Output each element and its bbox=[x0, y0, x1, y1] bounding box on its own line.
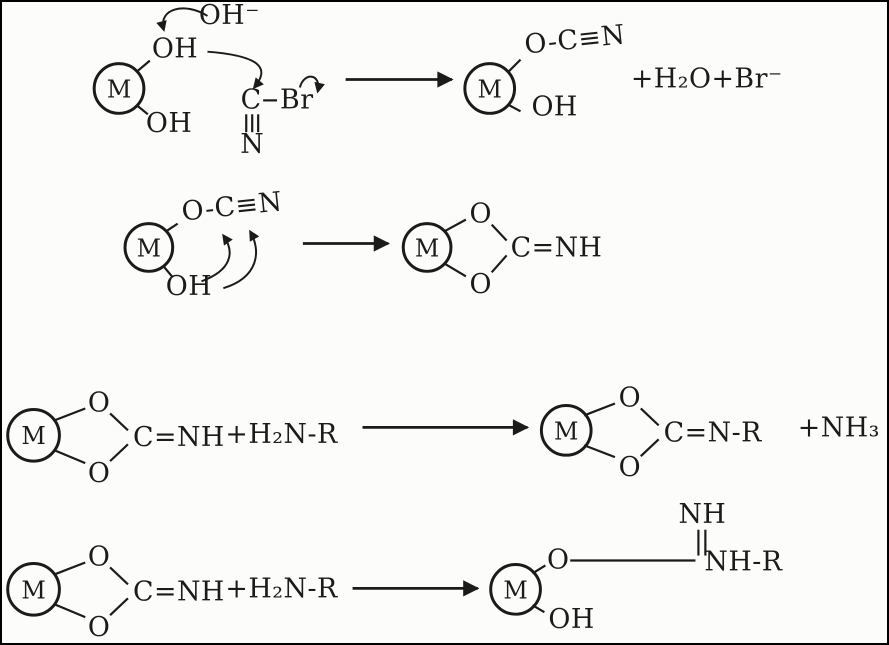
bond bbox=[109, 443, 129, 462]
imidocarbonate-label: C=NH bbox=[511, 232, 603, 263]
double-bond bbox=[697, 529, 707, 556]
bond bbox=[109, 412, 129, 432]
matrix-label: M bbox=[21, 576, 45, 604]
bond bbox=[54, 561, 86, 576]
matrix-circle bbox=[489, 562, 542, 616]
bond bbox=[506, 58, 522, 74]
bond bbox=[54, 407, 86, 422]
matrix-label: M bbox=[478, 75, 502, 103]
amine-label: +H₂N-R bbox=[225, 419, 338, 450]
hydroxide-ion-label: OH⁻ bbox=[199, 2, 260, 31]
curved-arrow-cyclization bbox=[223, 229, 260, 290]
triple-bond bbox=[245, 114, 260, 133]
carbon-label: C bbox=[241, 84, 262, 115]
bond bbox=[583, 402, 616, 417]
matrix-label: M bbox=[107, 75, 131, 103]
bond bbox=[531, 564, 546, 575]
water-bromide-byproducts-label: +H₂O+Br⁻ bbox=[631, 63, 783, 94]
step1-cnbr-activation: OH⁻ M OH OH C Br N M O-C≡N OH +H₂O+Br⁻ bbox=[92, 2, 783, 160]
matrix-circle bbox=[463, 62, 517, 115]
matrix-circle bbox=[6, 562, 61, 617]
nh-r-label: NH-R bbox=[704, 546, 782, 577]
step4-isourea-coupling: M O O C=NH +H₂N-R M NH O NH-R OH bbox=[6, 499, 782, 643]
oxygen-label: O bbox=[88, 541, 111, 572]
hydroxyl-label: OH bbox=[166, 271, 212, 302]
amine-label: +H₂N-R bbox=[225, 573, 338, 604]
bond bbox=[490, 254, 508, 274]
matrix-label: M bbox=[21, 422, 45, 450]
imidocarbonate-label: C=NH bbox=[133, 422, 225, 453]
hydroxyl-label: OH bbox=[548, 604, 594, 635]
step2-cyclization: M O-C≡N OH M O O C=NH bbox=[123, 186, 603, 302]
bond bbox=[507, 103, 522, 113]
cyanate-ester-label: O-C≡N bbox=[523, 19, 627, 60]
bond bbox=[640, 407, 660, 427]
curved-arrow-attack bbox=[207, 50, 264, 90]
bromine-label: Br bbox=[280, 84, 314, 115]
bond bbox=[161, 264, 174, 278]
bond bbox=[443, 262, 467, 278]
bond bbox=[54, 603, 86, 619]
oxygen-label: O bbox=[88, 387, 111, 418]
bond bbox=[531, 604, 545, 614]
oxygen-label: O bbox=[619, 452, 641, 483]
oxygen-label: O bbox=[470, 269, 493, 300]
bond bbox=[640, 438, 660, 457]
curved-arrow-hydroxide bbox=[156, 7, 209, 32]
oxygen-label: O bbox=[470, 199, 493, 230]
substituted-imidocarbonate-label: C=N-R bbox=[664, 417, 763, 448]
hydroxyl-label: OH bbox=[531, 91, 577, 122]
oxygen-label: O bbox=[88, 458, 111, 489]
bond bbox=[109, 566, 129, 586]
matrix-circle bbox=[6, 407, 61, 463]
oxygen-label: O bbox=[619, 382, 641, 413]
oxygen-label: O bbox=[88, 612, 111, 643]
bond bbox=[136, 104, 149, 116]
matrix-label: M bbox=[503, 576, 527, 604]
bond bbox=[583, 444, 616, 459]
bond bbox=[165, 222, 179, 233]
bond bbox=[490, 223, 508, 242]
oxygen-label: O bbox=[547, 544, 570, 575]
matrix-label: M bbox=[415, 234, 439, 262]
matrix-circle bbox=[401, 222, 453, 273]
cyanate-ester-label: O-C≡N bbox=[180, 186, 284, 227]
leaving-group-arrow bbox=[298, 75, 325, 94]
bond bbox=[109, 597, 129, 616]
hydroxyl-label: OH bbox=[152, 34, 198, 65]
matrix-circle bbox=[123, 222, 175, 273]
matrix-circle bbox=[92, 62, 146, 115]
curved-arrow-cyclization bbox=[201, 233, 233, 283]
imidocarbonate-label: C=NH bbox=[133, 576, 225, 607]
matrix-label: M bbox=[554, 417, 578, 445]
step3-amine-coupling: M O O C=NH +H₂N-R M O O C=N-R +NH₃ bbox=[6, 382, 880, 489]
bond bbox=[54, 449, 86, 465]
imine-nh-label: NH bbox=[678, 499, 726, 530]
bond bbox=[136, 59, 151, 73]
hydroxyl-label: OH bbox=[146, 108, 192, 139]
matrix-label: M bbox=[137, 234, 161, 262]
ammonia-byproduct-label: +NH₃ bbox=[798, 412, 880, 443]
nitrogen-label: N bbox=[240, 129, 264, 160]
bond bbox=[443, 218, 467, 233]
matrix-circle bbox=[539, 403, 593, 457]
